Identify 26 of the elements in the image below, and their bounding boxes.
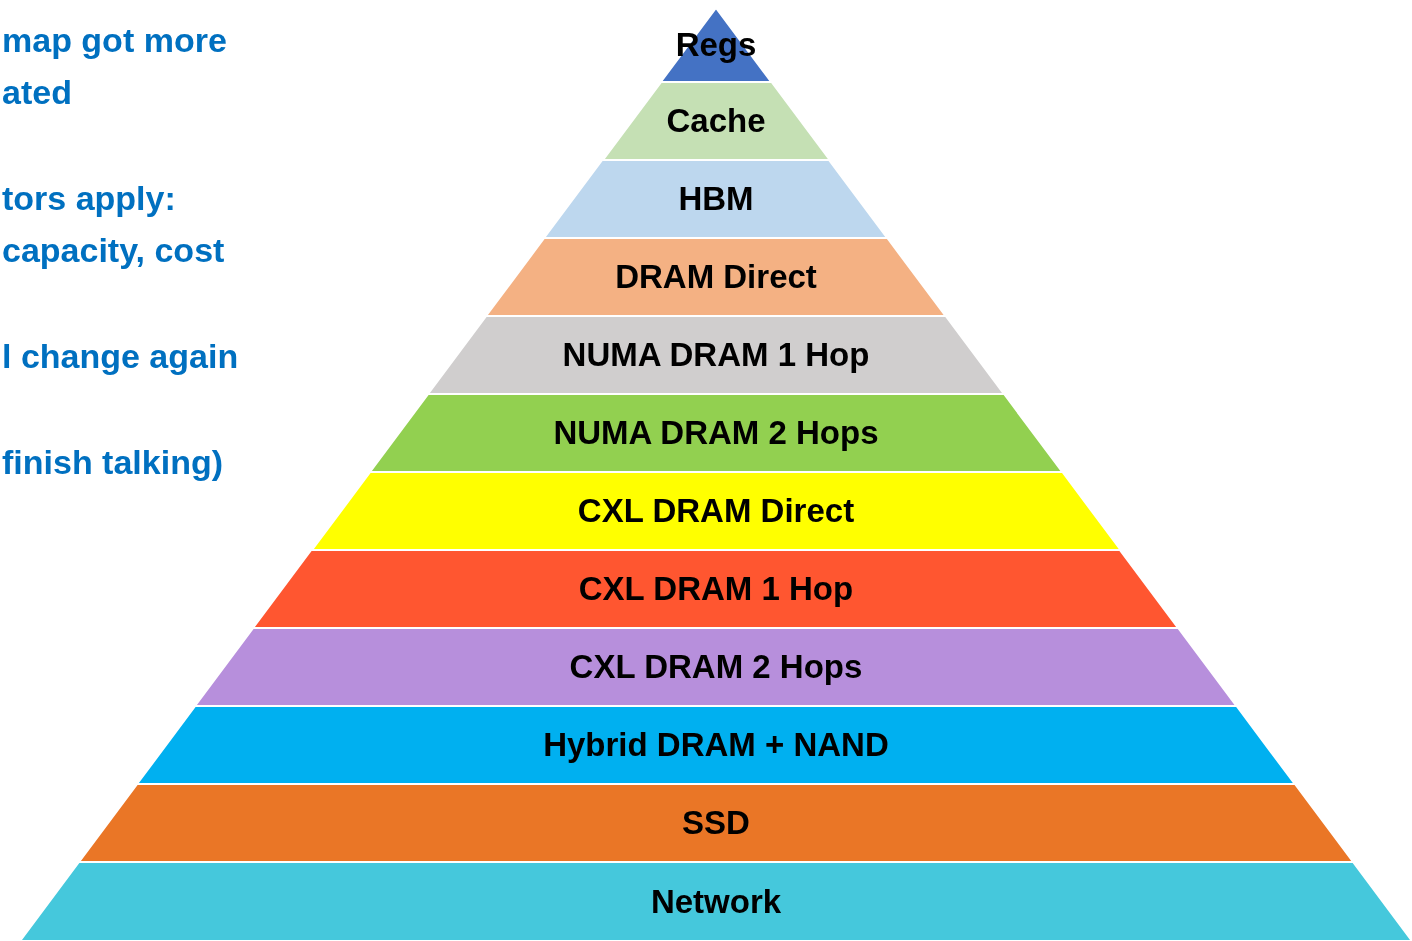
layer-label: DRAM Direct [614, 258, 818, 296]
pyramid-layer [137, 706, 1295, 784]
layer-label: CXL DRAM 2 Hops [568, 648, 864, 686]
layer-label: SSD [681, 804, 751, 842]
layer-label: NUMA DRAM 2 Hops [552, 414, 880, 452]
pyramid-layer [311, 472, 1121, 550]
note-text: map got more ated [2, 20, 228, 113]
layer-label: CXL DRAM 1 Hop [577, 570, 855, 608]
pyramid-layer [486, 238, 946, 316]
pyramid-layer [78, 784, 1354, 862]
layer-label: CXL DRAM Direct [576, 492, 856, 530]
note-text: l change again [2, 336, 240, 377]
pyramid-layer [195, 628, 1237, 706]
pyramid-layer [20, 862, 1412, 941]
pyramid-layer [544, 160, 888, 238]
layer-label: HBM [677, 180, 755, 218]
pyramid-layer [428, 316, 1004, 394]
layer-label: Cache [665, 102, 767, 140]
pyramid-layer [369, 394, 1063, 472]
layer-label: Hybrid DRAM + NAND [542, 726, 890, 764]
pyramid-layer [602, 82, 830, 160]
layer-label: NUMA DRAM 1 Hop [561, 336, 871, 374]
pyramid-layer [253, 550, 1179, 628]
note-text: tors apply: capacity, cost [2, 178, 226, 271]
layer-label: Network [649, 882, 783, 921]
note-text: finish talking) [2, 442, 224, 483]
